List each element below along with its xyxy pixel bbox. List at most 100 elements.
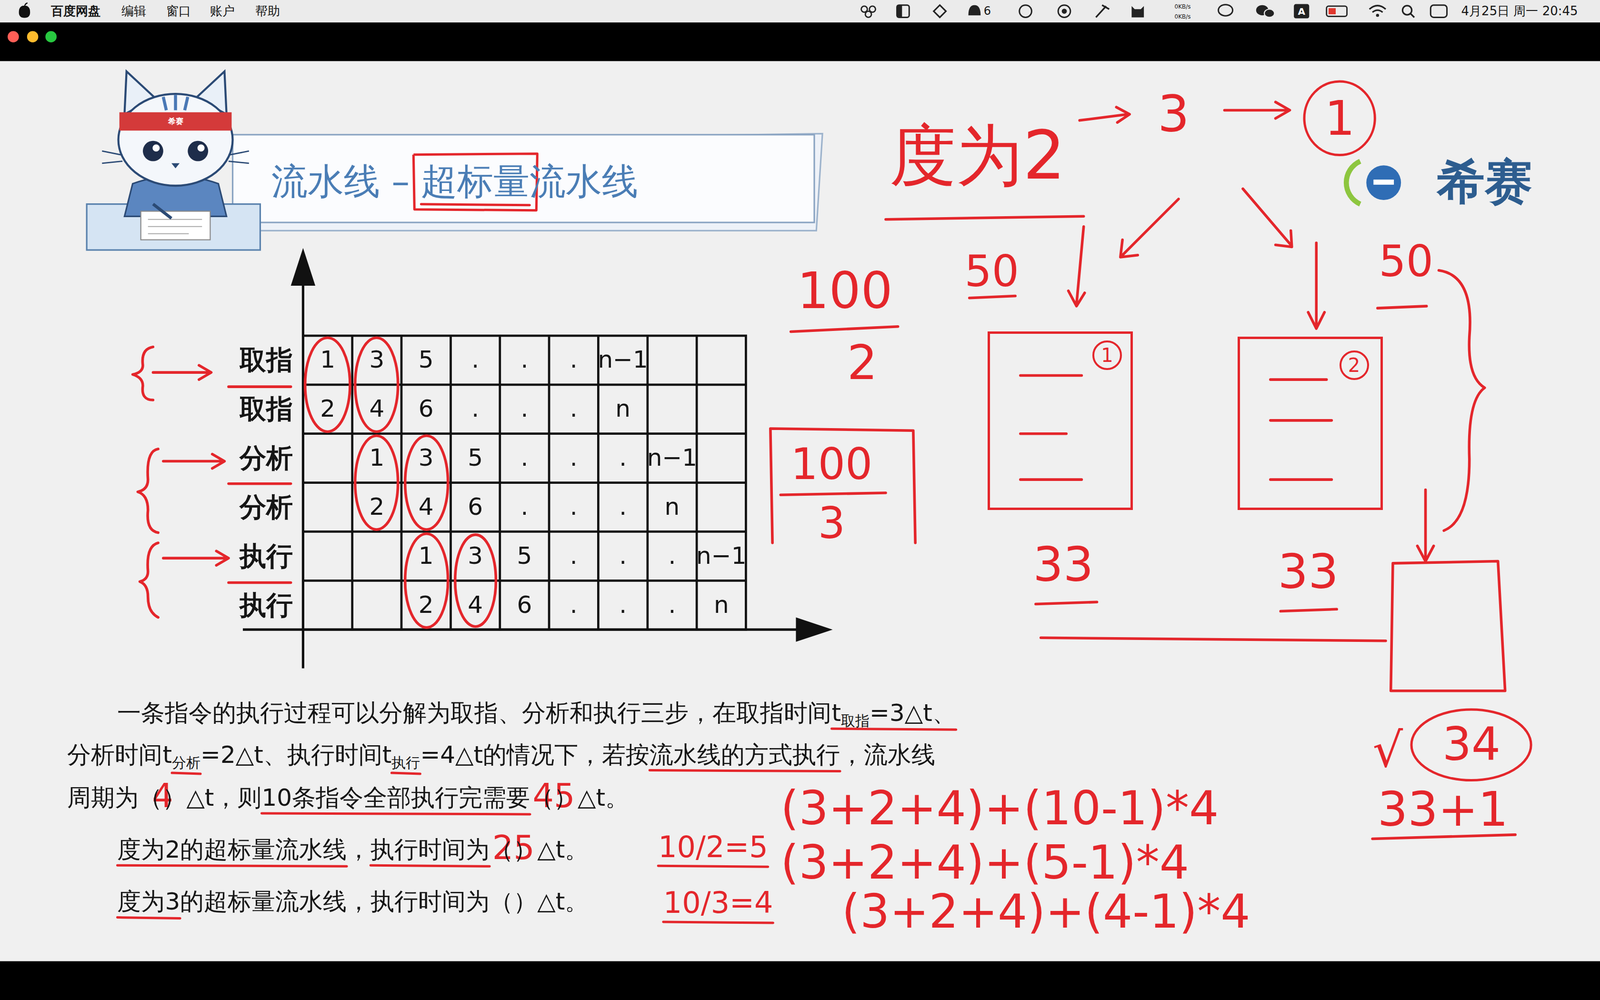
menu-item-slot: 0KB/s <box>1174 11 1191 21</box>
menu-item-slot: 6 <box>983 4 991 19</box>
sketch-underline <box>663 921 774 923</box>
logo-text-slot: 希赛 <box>1437 154 1533 210</box>
mascot-pencil <box>152 204 172 219</box>
table-cell-slot: 1 <box>320 346 336 375</box>
axis-arrow <box>290 248 316 286</box>
row-brace <box>132 347 154 400</box>
mascot-badge: 希赛 <box>168 117 184 126</box>
handwritten-note-slot: 50 <box>964 246 1020 297</box>
wifi-icon <box>1369 5 1386 13</box>
row-label: 分析 <box>239 442 293 474</box>
row-arrow <box>163 550 229 566</box>
menu-icon <box>933 5 947 18</box>
title-banner <box>232 134 815 223</box>
table-cell-slot: . <box>471 395 480 424</box>
row-label: 执行 <box>239 540 293 572</box>
handwritten-note: 50 <box>964 246 1020 297</box>
window-bottom-bar <box>0 961 1600 1000</box>
handwritten-note-slot: 33 <box>1032 537 1094 592</box>
circled-number: 1 <box>1302 80 1377 157</box>
search-icon <box>1410 13 1415 18</box>
table-cell-slot: 5 <box>418 346 434 375</box>
cell-circle <box>455 534 497 627</box>
question-text: 周期为（）△t，则10条指令全部执行完需要（）△t。 <box>67 784 630 812</box>
sketch-box: 2 <box>1237 336 1383 510</box>
handwritten-note: 33+1 <box>1377 781 1509 837</box>
grid-frame <box>302 335 746 630</box>
table-cell-slot: . <box>619 591 627 620</box>
box-number: 1 <box>1092 340 1122 370</box>
menu-item-slot: 0KB/s <box>1174 1 1191 11</box>
subscript-text: 取指 <box>840 712 870 730</box>
table-cell: . <box>668 591 676 620</box>
cell-circle <box>405 533 449 628</box>
table-cell-slot: 6 <box>418 395 434 424</box>
table-cell: 4 <box>467 591 483 620</box>
time-axis <box>301 275 305 669</box>
row-label: 分析 <box>239 491 293 523</box>
menu-item-slot: 帮助 <box>255 4 280 19</box>
circle-outline-shape <box>1304 81 1375 156</box>
table-cell-slot: 6 <box>517 591 533 620</box>
box-dashes <box>1020 375 1082 480</box>
table-cell: . <box>570 444 578 472</box>
table-cell: . <box>570 395 578 424</box>
table-cell: 3 <box>369 346 385 375</box>
table-cell-slot: 3 <box>369 346 385 375</box>
box-number: 2 <box>1339 350 1370 380</box>
menu-icon <box>1019 5 1032 18</box>
menu-icon <box>1058 5 1071 18</box>
mascot-whiskers <box>101 150 250 164</box>
table-cell: . <box>668 542 676 570</box>
table-cell-slot: 6 <box>467 493 483 521</box>
row-label-slot: 取指 <box>239 344 293 376</box>
sketch-arrow <box>1417 490 1434 562</box>
sketch-underline <box>370 865 490 867</box>
question-line: 度为3的超标量流水线，执行时间为（）△t。 <box>117 888 589 917</box>
table-cell-slot: . <box>619 493 627 521</box>
table-cell-slot: 4 <box>418 493 434 521</box>
handwritten-answer-slot: (3+2+4)+(5-1)*4 <box>780 835 1190 890</box>
table-cell-slot: . <box>520 444 529 472</box>
stage-axis <box>242 628 807 631</box>
row-label-slot: 执行 <box>239 590 293 621</box>
table-cell: 4 <box>369 395 385 424</box>
table-cell-slot: 3 <box>418 444 434 472</box>
table-cell: 5 <box>467 444 483 472</box>
table-cell-slot: 1 <box>369 444 385 472</box>
minimize-light <box>27 30 39 43</box>
table-cell-slot: . <box>570 591 578 620</box>
sketch-arrow <box>1308 242 1325 329</box>
menu-item-slot: 百度网盘 <box>50 4 101 19</box>
menu-icon <box>1095 5 1110 18</box>
table-cell-slot: 4 <box>467 591 483 620</box>
handwritten-answer: (3+2+4)+(4-1)*4 <box>841 884 1251 939</box>
handwritten-answer-slot: 10/3=4 <box>663 886 774 920</box>
handwritten-note-slot: 100 <box>797 261 893 320</box>
table-cell: . <box>520 444 529 472</box>
sketch-underline <box>391 772 420 774</box>
table-cell: n <box>664 493 680 521</box>
table-cell-slot: 4 <box>369 395 385 424</box>
sketch-arrow <box>1224 101 1290 119</box>
table-cell: 1 <box>320 346 336 375</box>
handwritten-answer: 10/3=4 <box>663 886 774 920</box>
row-label: 执行 <box>239 590 293 621</box>
row-arrow <box>163 454 225 469</box>
sketch-line <box>1040 637 1386 641</box>
mascot-desk <box>86 204 260 250</box>
box-dashes <box>1270 379 1332 480</box>
question-text: =3△t、 <box>869 699 957 728</box>
handwritten-note: 50 <box>1379 236 1434 287</box>
handwritten-answer: 10/2=5 <box>658 830 769 864</box>
menu-icon <box>865 11 872 18</box>
question-text: =4△t的情况下，若按流水线的方式执行，流水线 <box>420 741 936 770</box>
menu-item: 4月25日 周一 20:45 <box>1461 4 1579 19</box>
row-label: 取指 <box>239 393 293 425</box>
menu-item: 帮助 <box>255 4 280 19</box>
handwritten-note-slot: 2 <box>847 334 878 390</box>
menu-icon <box>1264 9 1275 18</box>
sketch-underline <box>261 813 530 815</box>
question-line: 周期为（）△t，则10条指令全部执行完需要（）△t。 <box>67 784 630 812</box>
table-cell: 1 <box>369 444 385 472</box>
